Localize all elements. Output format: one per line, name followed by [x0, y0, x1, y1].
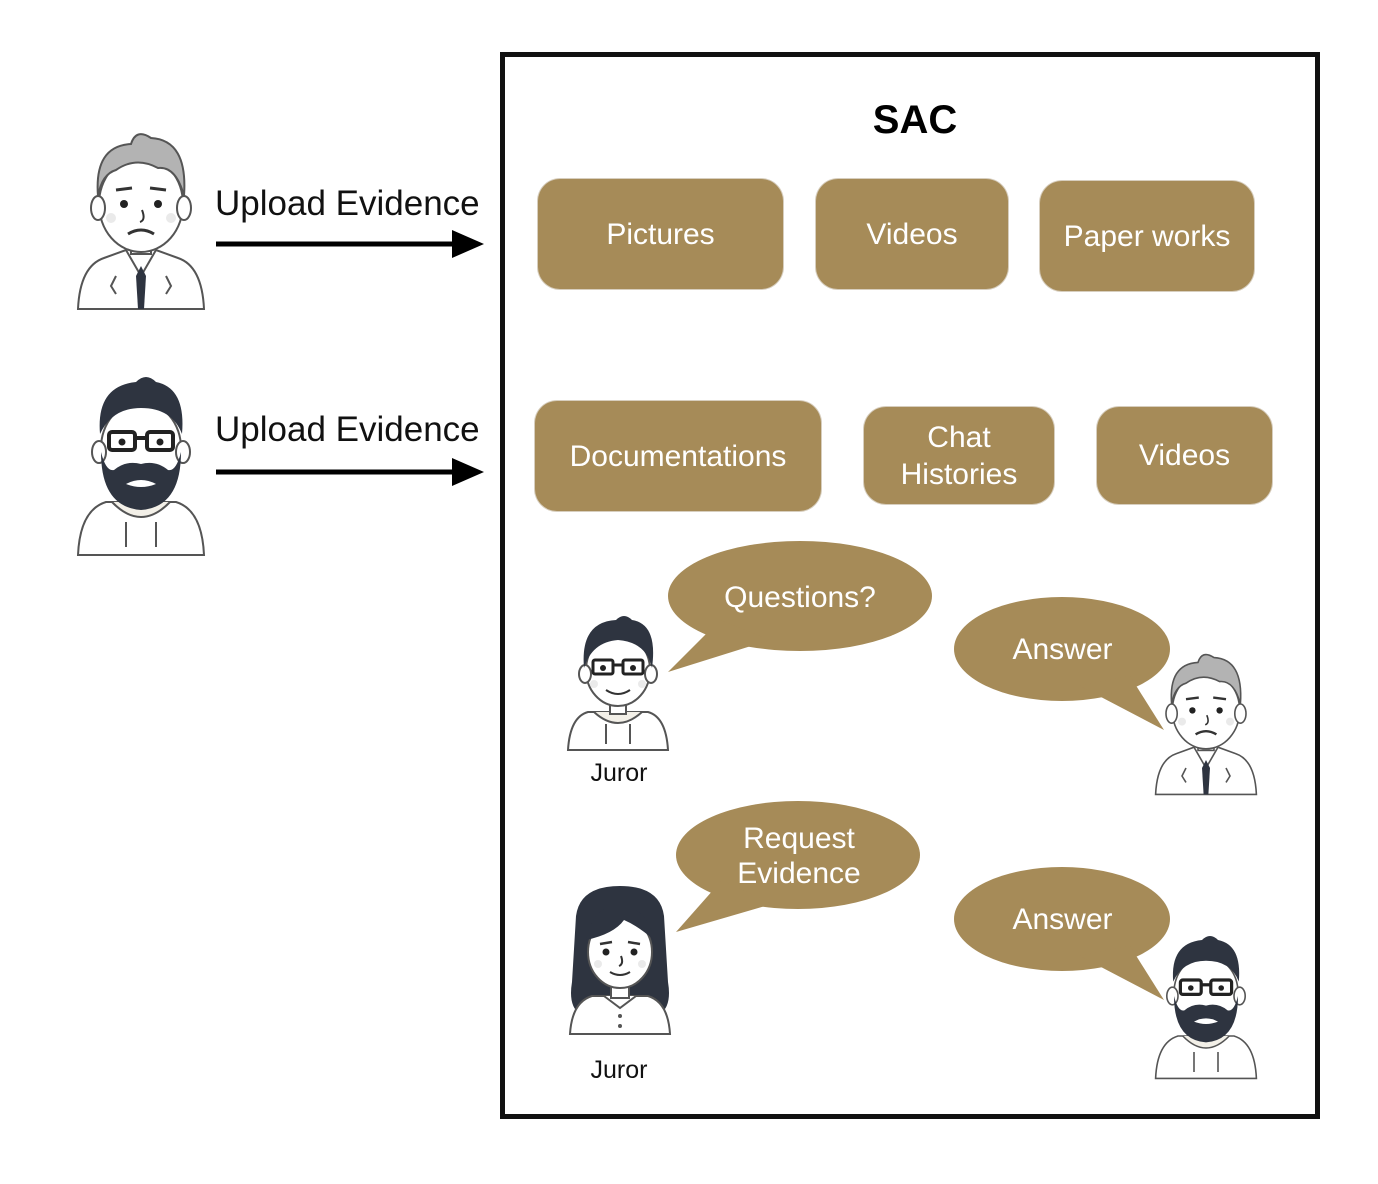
evidence-box-videos-2: Videos [1097, 407, 1272, 504]
answer-bubble-2 [954, 867, 1170, 1000]
answer-bubble-text-2: Answer [1012, 902, 1113, 936]
request-bubble-text-2: Request Evidence [737, 822, 861, 890]
answer-bubble-1 [954, 597, 1170, 730]
bearded-man-avatar [76, 372, 206, 557]
upload-arrow-1 [216, 230, 484, 258]
man-tie-avatar [1154, 648, 1258, 796]
juror-label-1: Juror [590, 759, 648, 787]
evidence-box-pictures: Pictures [538, 179, 783, 289]
man-tie-avatar [76, 126, 206, 311]
upload-evidence-label-1: Upload Evidence [215, 184, 480, 223]
evidence-box-label: Documentations [569, 439, 787, 473]
juror-label-2: Juror [590, 1056, 648, 1084]
answer-bubble-text-1: Answer [1012, 632, 1113, 666]
question-bubble-1 [668, 541, 932, 672]
evidence-box-label: Videos [1138, 439, 1231, 472]
juror-man-glasses-avatar [566, 612, 670, 752]
upload-arrow-2 [216, 458, 484, 486]
upload-evidence-label-2: Upload Evidence [215, 410, 480, 449]
evidence-box-label: Pictures [606, 217, 715, 251]
evidence-box-label: Chat Histories [900, 420, 1018, 491]
question-bubble-text-1: Questions? [724, 581, 876, 614]
bearded-man-avatar [1154, 932, 1258, 1080]
request-bubble-2 [676, 801, 920, 932]
sac-title: SAC [872, 98, 958, 142]
evidence-box-label: Paper works [1063, 219, 1231, 253]
evidence-box-chat-histories: Chat Histories [864, 407, 1054, 504]
evidence-box-documentations: Documentations [535, 401, 821, 511]
evidence-box-label: Videos [866, 217, 958, 251]
juror-woman-avatar [564, 886, 676, 1036]
evidence-box-videos: Videos [816, 179, 1008, 289]
evidence-box-paper-works: Paper works [1040, 181, 1254, 291]
